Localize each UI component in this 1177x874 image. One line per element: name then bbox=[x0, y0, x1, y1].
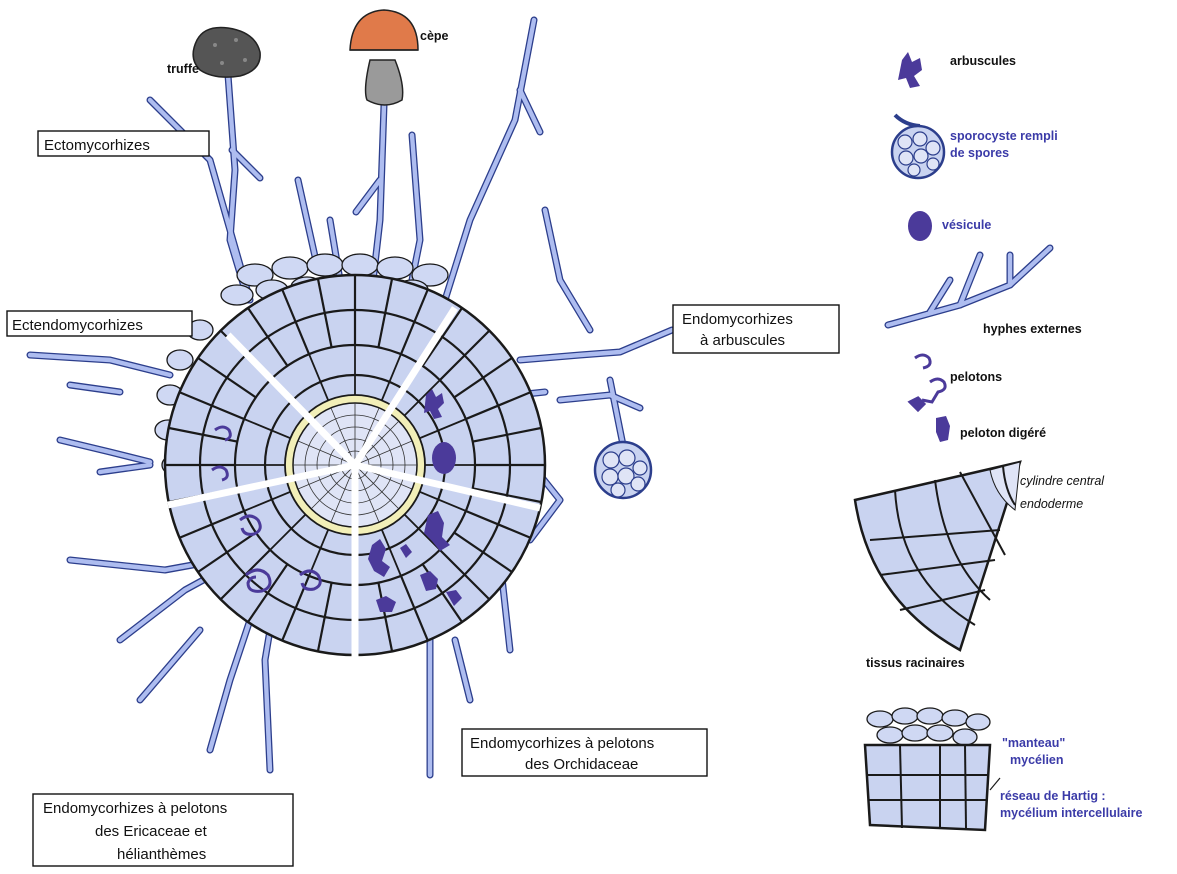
label-orchid: Endomycorhizes à pelotons des Orchidacea… bbox=[462, 729, 707, 776]
truffle-icon bbox=[193, 28, 260, 78]
legend-hartig-label-1: réseau de Hartig : bbox=[1000, 789, 1106, 803]
legend-vesicle-label: vésicule bbox=[942, 218, 991, 232]
legend-hartig-label-2: mycélium intercellulaire bbox=[1000, 806, 1142, 820]
legend-cylinder-label: cylindre central bbox=[1020, 474, 1105, 488]
sporocyst-external bbox=[595, 442, 651, 498]
legend-endoderm-label: endoderme bbox=[1020, 497, 1083, 511]
svg-text:Endomycorhizes: Endomycorhizes bbox=[682, 311, 793, 328]
legend-sporocyst-label-1: sporocyste rempli bbox=[950, 129, 1058, 143]
svg-text:des Orchidaceae: des Orchidaceae bbox=[525, 756, 638, 773]
svg-text:Endomycorhizes à pelotons: Endomycorhizes à pelotons bbox=[470, 735, 654, 752]
legend-digested-peloton-label: peloton digéré bbox=[960, 426, 1046, 440]
svg-text:hélianthèmes: hélianthèmes bbox=[117, 846, 206, 863]
vesicle-in-root bbox=[432, 442, 456, 474]
label-arbuscules: Endomycorhizes à arbuscules bbox=[673, 305, 839, 353]
legend-sporocyst-label-2: de spores bbox=[950, 146, 1009, 160]
legend-arbuscule-icon bbox=[898, 52, 922, 88]
cep-icon bbox=[350, 10, 418, 105]
legend-tissues-label: tissus racinaires bbox=[866, 656, 965, 670]
legend-hyphae-icon bbox=[888, 248, 1050, 325]
legend-mantle-label-1: "manteau" bbox=[1002, 736, 1065, 750]
label-ectendo: Ectendomycorhizes bbox=[7, 311, 192, 336]
legend-mantle-label-2: mycélien bbox=[1010, 753, 1064, 767]
legend-arbuscules-label: arbuscules bbox=[950, 54, 1016, 68]
svg-text:des Ericaceae et: des Ericaceae et bbox=[95, 823, 208, 840]
legend-hyphae-label: hyphes externes bbox=[983, 322, 1082, 336]
legend-pelotons-icon bbox=[910, 355, 945, 410]
root-cross-section bbox=[155, 254, 545, 665]
svg-text:Endomycorhizes à pelotons: Endomycorhizes à pelotons bbox=[43, 800, 227, 817]
legend-tissue-wedge bbox=[855, 462, 1020, 650]
legend-sporocyst-icon bbox=[892, 115, 944, 178]
label-ericaceae: Endomycorhizes à pelotons des Ericaceae … bbox=[33, 794, 293, 866]
legend-mantle-icon bbox=[865, 708, 1000, 830]
svg-text:à arbuscules: à arbuscules bbox=[700, 332, 785, 349]
cep-label: cèpe bbox=[420, 29, 449, 43]
truffle-label: truffe bbox=[167, 62, 199, 76]
legend: arbuscules sporocyste rempli de spores v… bbox=[855, 52, 1142, 830]
svg-text:Ectomycorhizes: Ectomycorhizes bbox=[44, 137, 150, 154]
svg-text:Ectendomycorhizes: Ectendomycorhizes bbox=[12, 317, 143, 334]
legend-digested-peloton-icon bbox=[936, 416, 950, 442]
legend-pelotons-label: pelotons bbox=[950, 370, 1002, 384]
label-ecto: Ectomycorhizes bbox=[38, 131, 209, 156]
legend-vesicle-icon bbox=[908, 211, 932, 241]
